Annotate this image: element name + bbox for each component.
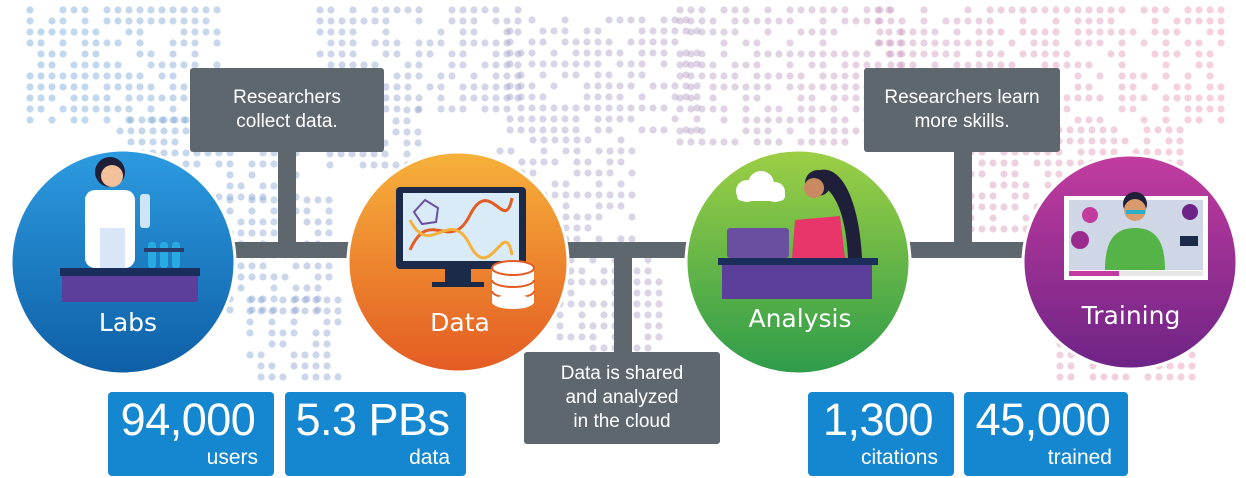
- callout-shared-text: Data is shared and analyzed in the cloud: [560, 363, 684, 432]
- stat-users-unit: users: [206, 446, 258, 469]
- stat-trained-value: 45,000: [975, 394, 1111, 445]
- laptop-analyst-icon: [718, 169, 878, 299]
- labs-label: Labs: [99, 308, 157, 337]
- monitor-dna-icon: [396, 187, 535, 309]
- stat-citations: 1,300 citations: [808, 392, 954, 476]
- database-icon: [491, 260, 535, 309]
- stat-trained-unit: trained: [1047, 446, 1112, 469]
- connector-lines: [150, 150, 1080, 360]
- stat-citations-value: 1,300: [822, 394, 934, 445]
- cloud-icon: [736, 171, 785, 202]
- callout-collect-text: Researchers collect data.: [233, 87, 341, 132]
- lab-researcher-icon: [60, 157, 200, 302]
- callout-shared-cloud: Data is shared and analyzed in the cloud: [524, 352, 720, 444]
- analysis-label: Analysis: [748, 304, 851, 333]
- training-stage: Training: [1021, 153, 1239, 371]
- callout-collect-data: Researchers collect data.: [190, 68, 384, 152]
- stat-data: 5.3 PBs data: [285, 392, 466, 476]
- video-tutorial-icon: [1064, 192, 1208, 280]
- stat-data-unit: data: [409, 446, 450, 469]
- callout-learn-text: Researchers learn more skills.: [884, 87, 1040, 132]
- stat-users-value: 94,000: [120, 394, 256, 445]
- training-label: Training: [1081, 301, 1181, 330]
- data-label: Data: [430, 308, 490, 337]
- analysis-stage: Analysis: [684, 148, 912, 376]
- stat-data-value: 5.3 PBs: [295, 394, 450, 445]
- stat-trained: 45,000 trained: [964, 392, 1128, 476]
- labs-stage: Labs: [9, 148, 237, 376]
- stat-users: 94,000 users: [108, 392, 274, 476]
- stat-citations-unit: citations: [860, 446, 938, 469]
- data-stage: Data: [346, 150, 570, 374]
- callout-learn-skills: Researchers learn more skills.: [864, 68, 1060, 152]
